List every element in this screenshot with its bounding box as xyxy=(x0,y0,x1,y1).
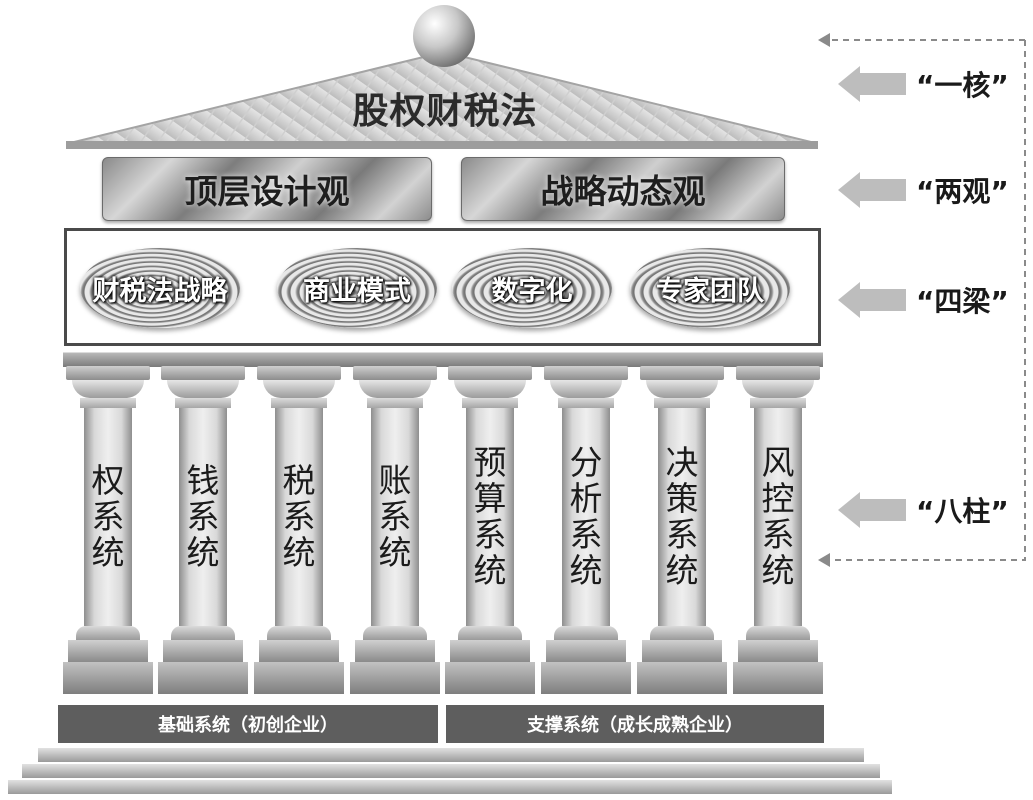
view-label: 顶层设计观 xyxy=(184,172,350,211)
pillar-shaft: 风 控 系 统 xyxy=(754,408,802,626)
side-label-beams: “四梁” xyxy=(838,280,1009,320)
pillar-char: 统 xyxy=(665,551,699,590)
pillar-char: 系 xyxy=(91,497,125,536)
pillar-char: 系 xyxy=(186,497,220,536)
pillar-shaft: 钱 系 统 xyxy=(179,408,227,626)
pillar-budget-system: 预 算 系 统 xyxy=(445,366,535,700)
side-label-text: “两观” xyxy=(916,175,1009,208)
pillar-tax-system: 税 系 统 xyxy=(254,366,344,700)
side-label-core: “一核” xyxy=(838,64,1009,104)
pillar-char: 系 xyxy=(761,515,795,554)
beam-fiscal-tax-law-strategy: 财税法战略 xyxy=(80,248,240,328)
pillar-char: 系 xyxy=(665,515,699,554)
pillar-money-system: 钱 系 统 xyxy=(158,366,248,700)
left-arrow-icon xyxy=(838,172,860,208)
roof-pediment xyxy=(66,5,818,149)
pillar-char: 控 xyxy=(761,479,795,518)
side-label-text: “一核” xyxy=(916,69,1009,102)
pillar-char: 权 xyxy=(91,461,125,500)
left-arrow-icon xyxy=(838,282,860,318)
side-label-text: “四梁” xyxy=(916,285,1009,318)
step-3 xyxy=(8,780,892,794)
pillar-char: 钱 xyxy=(186,461,220,500)
roof-ledge xyxy=(66,141,818,149)
pillar-char: 析 xyxy=(569,479,603,518)
roof-finial-ball xyxy=(413,5,475,67)
pillar-char: 统 xyxy=(378,533,412,572)
pillar-char: 算 xyxy=(473,479,507,518)
beam-business-model: 商业模式 xyxy=(277,248,437,328)
pillar-char: 系 xyxy=(569,515,603,554)
beam-expert-team: 专家团队 xyxy=(630,248,790,328)
view-top-level-design: 顶层设计观 xyxy=(102,157,432,221)
base-label-foundation: 基础系统（初创企业） xyxy=(58,705,438,743)
pillar-char: 预 xyxy=(473,443,507,482)
base-label-support: 支撑系统（成长成熟企业） xyxy=(446,705,824,743)
view-strategic-dynamic: 战略动态观 xyxy=(461,157,785,221)
pillar-decision-system: 决 策 系 统 xyxy=(637,366,727,700)
side-label-text: “八柱” xyxy=(916,495,1009,528)
core-title: 股权财税法 xyxy=(352,91,538,132)
pillar-shaft: 账 系 统 xyxy=(371,408,419,626)
view-label: 战略动态观 xyxy=(540,172,706,211)
side-label-pillars: “八柱” xyxy=(838,490,1009,530)
pillar-risk-control-system: 风 控 系 统 xyxy=(733,366,823,700)
pillar-shaft: 税 系 统 xyxy=(275,408,323,626)
pillar-shaft: 权 系 统 xyxy=(84,408,132,626)
pillar-char: 统 xyxy=(761,551,795,590)
beam-label: 专家团队 xyxy=(656,275,764,307)
pillar-char: 系 xyxy=(473,515,507,554)
pillar-shaft: 分 析 系 统 xyxy=(562,408,610,626)
pillar-char: 系 xyxy=(378,497,412,536)
pillar-char: 统 xyxy=(569,551,603,590)
pillar-char: 账 xyxy=(378,461,412,500)
beam-digitalization: 数字化 xyxy=(452,248,612,328)
pillar-equity-system: 权 系 统 xyxy=(63,366,153,700)
left-arrow-icon xyxy=(838,492,860,528)
pillar-shaft: 预 算 系 统 xyxy=(466,408,514,626)
beam-label: 商业模式 xyxy=(303,275,411,307)
pillar-char: 策 xyxy=(665,479,699,518)
beam-label: 财税法战略 xyxy=(92,275,228,307)
pillar-char: 税 xyxy=(282,461,316,500)
left-arrow-icon xyxy=(838,66,860,102)
pillar-analysis-system: 分 析 系 统 xyxy=(541,366,631,700)
step-2 xyxy=(22,764,880,778)
pillar-char: 分 xyxy=(569,443,603,482)
pillar-char: 风 xyxy=(761,443,795,482)
side-label-views: “两观” xyxy=(838,170,1009,210)
pillar-accounting-system: 账 系 统 xyxy=(350,366,440,700)
pillar-char: 系 xyxy=(282,497,316,536)
entablature-bar xyxy=(63,352,823,367)
pillar-char: 统 xyxy=(186,533,220,572)
bracket-arrowhead-top xyxy=(818,33,830,47)
bracket-arrowhead-bottom xyxy=(818,553,830,567)
pillar-char: 决 xyxy=(665,443,699,482)
step-1 xyxy=(38,748,864,762)
pillar-shaft: 决 策 系 统 xyxy=(658,408,706,626)
beam-label: 数字化 xyxy=(491,275,573,307)
pillar-char: 统 xyxy=(473,551,507,590)
pillar-char: 统 xyxy=(91,533,125,572)
pillar-char: 统 xyxy=(282,533,316,572)
